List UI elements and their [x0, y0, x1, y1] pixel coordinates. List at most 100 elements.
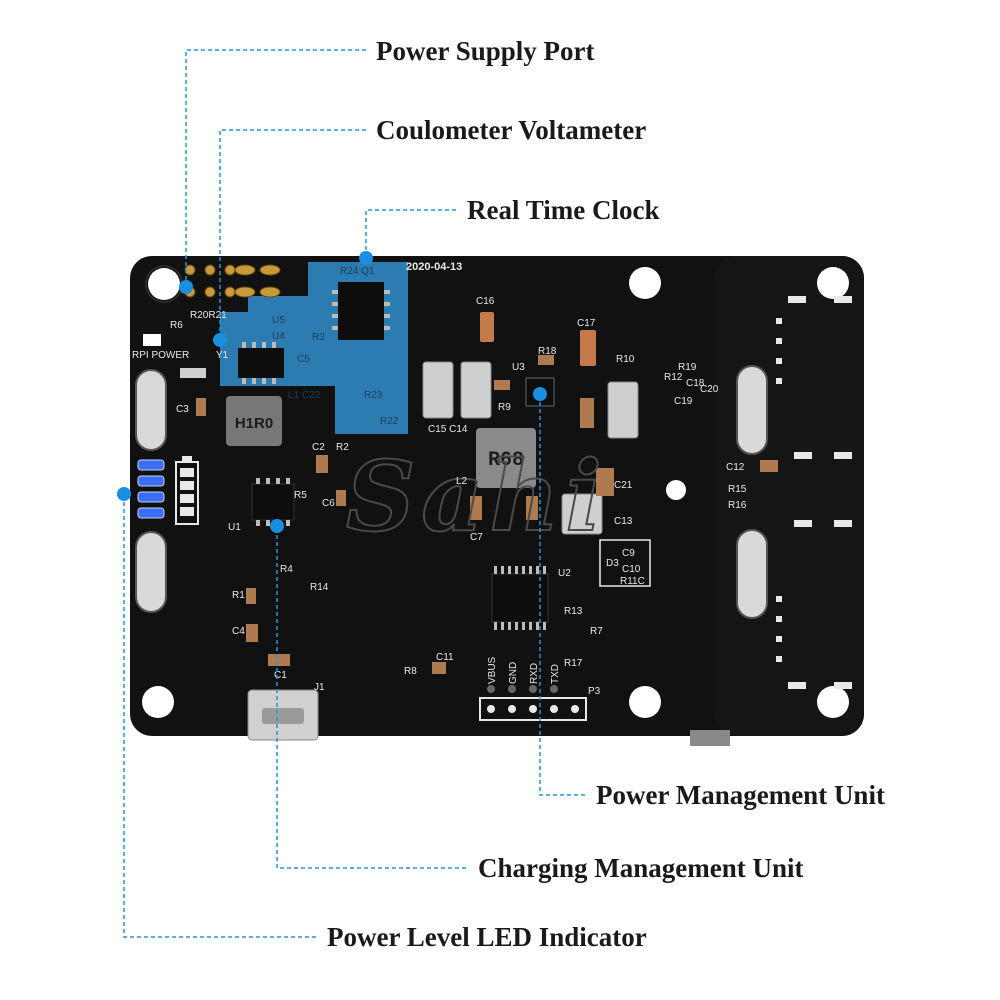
silk-j1: J1: [314, 682, 325, 693]
silk-c11: C11: [436, 652, 454, 663]
silk-d3: D3: [606, 558, 619, 569]
silk-r9: R9: [498, 402, 511, 413]
silk-r4: R4: [280, 564, 293, 575]
silk-r16: R16: [728, 500, 747, 511]
silk-r2: R2: [336, 442, 349, 453]
silk-r7: R7: [590, 626, 603, 637]
smd-parts: [196, 355, 778, 674]
rpi-power-led: [143, 334, 206, 378]
silk-r6: R6: [170, 320, 183, 331]
silk-u5: U5: [272, 315, 285, 326]
silk-c5: C5: [297, 354, 310, 365]
label-power-supply-port: Power Supply Port: [376, 36, 595, 66]
pcb-right-edge: [715, 256, 864, 736]
right-side-pads: [776, 296, 852, 689]
label-real-time-clock: Real Time Clock: [467, 195, 660, 225]
silk-c19: C19: [674, 396, 693, 407]
silk-r23: R23: [364, 390, 383, 401]
inductor-l1-label: H1R0: [235, 415, 273, 432]
p3-header: [479, 685, 587, 721]
silk-c15c14: C15 C14: [428, 424, 468, 435]
pin-label-txd: TXD: [550, 664, 561, 684]
label-coulometer-voltameter: Coulometer Voltameter: [376, 115, 647, 145]
pin-label-gnd: GND: [508, 662, 519, 684]
micro-usb-j1: [247, 689, 319, 741]
rtc-chip: [332, 282, 390, 340]
silk-r22: R22: [380, 416, 399, 427]
pin-label-rxd: RXD: [529, 663, 540, 684]
silk-r18: R18: [538, 346, 557, 357]
silk-r24q1: R24 Q1: [340, 266, 375, 277]
label-charging-management-unit: Charging Management Unit: [478, 853, 804, 883]
marker-pmu: [533, 387, 547, 401]
silk-u4: U4: [272, 331, 285, 342]
silk-c3: C3: [176, 404, 189, 415]
silk-r12: R12: [664, 372, 683, 383]
marker-led: [117, 487, 131, 501]
silk-c18: C18: [686, 378, 705, 389]
watermark: Sahi: [346, 440, 608, 553]
inductor-l2-label: R68: [488, 449, 524, 472]
power-level-leds: [137, 459, 165, 519]
silk-l2: L2: [456, 476, 468, 487]
inductor-l1: H1R0: [226, 396, 282, 446]
label-power-management-unit: Power Management Unit: [596, 780, 885, 810]
silk-c16: C16: [476, 296, 495, 307]
silk-r19: R19: [678, 362, 697, 373]
silk-c12: C12: [726, 462, 745, 473]
marker-dots: [117, 251, 547, 533]
u1-chip: [251, 478, 295, 526]
silk-c2: C2: [312, 442, 325, 453]
marker-coulometer: [213, 333, 227, 347]
silk-l1c22: L1 C22: [288, 390, 321, 401]
leader-lines: [123, 49, 585, 938]
silk-c20: C20: [700, 384, 719, 395]
rpi-power-label: RPI POWER: [132, 350, 189, 361]
silk-r20r21: R20R21: [190, 310, 227, 321]
silk-c6: C6: [322, 498, 335, 509]
silk-r11c: R11C: [620, 576, 645, 587]
silk-r13: R13: [564, 606, 583, 617]
silk-r8: R8: [404, 666, 417, 677]
silk-p3: P3: [588, 686, 601, 697]
label-power-level-led-indicator: Power Level LED Indicator: [327, 922, 647, 952]
u2-chip: [491, 566, 549, 630]
silk-r15: R15: [728, 484, 747, 495]
large-capacitors: [422, 312, 639, 535]
battery-icon: [175, 456, 199, 525]
silk-c17: C17: [577, 318, 596, 329]
marker-rtc: [359, 251, 373, 265]
inductor-l2: R68: [476, 428, 536, 488]
silk-c9: C9: [622, 548, 635, 559]
silk-c4: C4: [232, 626, 245, 637]
leader-pmu: [539, 396, 585, 796]
silk-r5: R5: [294, 490, 307, 501]
leader-power-supply-port: [185, 49, 366, 280]
leader-rtc: [365, 209, 456, 252]
silk-r1: R1: [232, 590, 245, 601]
pin-label-vbus: VBUS: [487, 656, 498, 684]
silk-r17: R17: [564, 658, 583, 669]
right-components: [599, 539, 730, 746]
silk-c7: C7: [470, 532, 483, 543]
slot-holes: [135, 365, 768, 619]
mounting-holes: [142, 265, 849, 718]
silk-r10: R10: [616, 354, 635, 365]
leader-charging: [276, 526, 466, 869]
silk-c1: C1: [274, 670, 287, 681]
silk-c21: C21: [614, 480, 633, 491]
silk-u2: U2: [558, 568, 571, 579]
silk-u3: U3: [512, 362, 525, 373]
header-pin-labels: VBUS GND RXD TXD: [487, 656, 561, 684]
silk-y1: Y1: [216, 350, 229, 361]
date-code: 2020-04-13: [406, 261, 462, 273]
leader-led: [123, 494, 316, 938]
marker-charging: [270, 519, 284, 533]
silk-u1: U1: [228, 522, 241, 533]
silk-c13: C13: [614, 516, 633, 527]
marker-power-supply-port: [179, 280, 193, 294]
silk-r3: R3: [312, 332, 325, 343]
coulometer-chip: [238, 342, 284, 384]
silk-c10: C10: [622, 564, 641, 575]
